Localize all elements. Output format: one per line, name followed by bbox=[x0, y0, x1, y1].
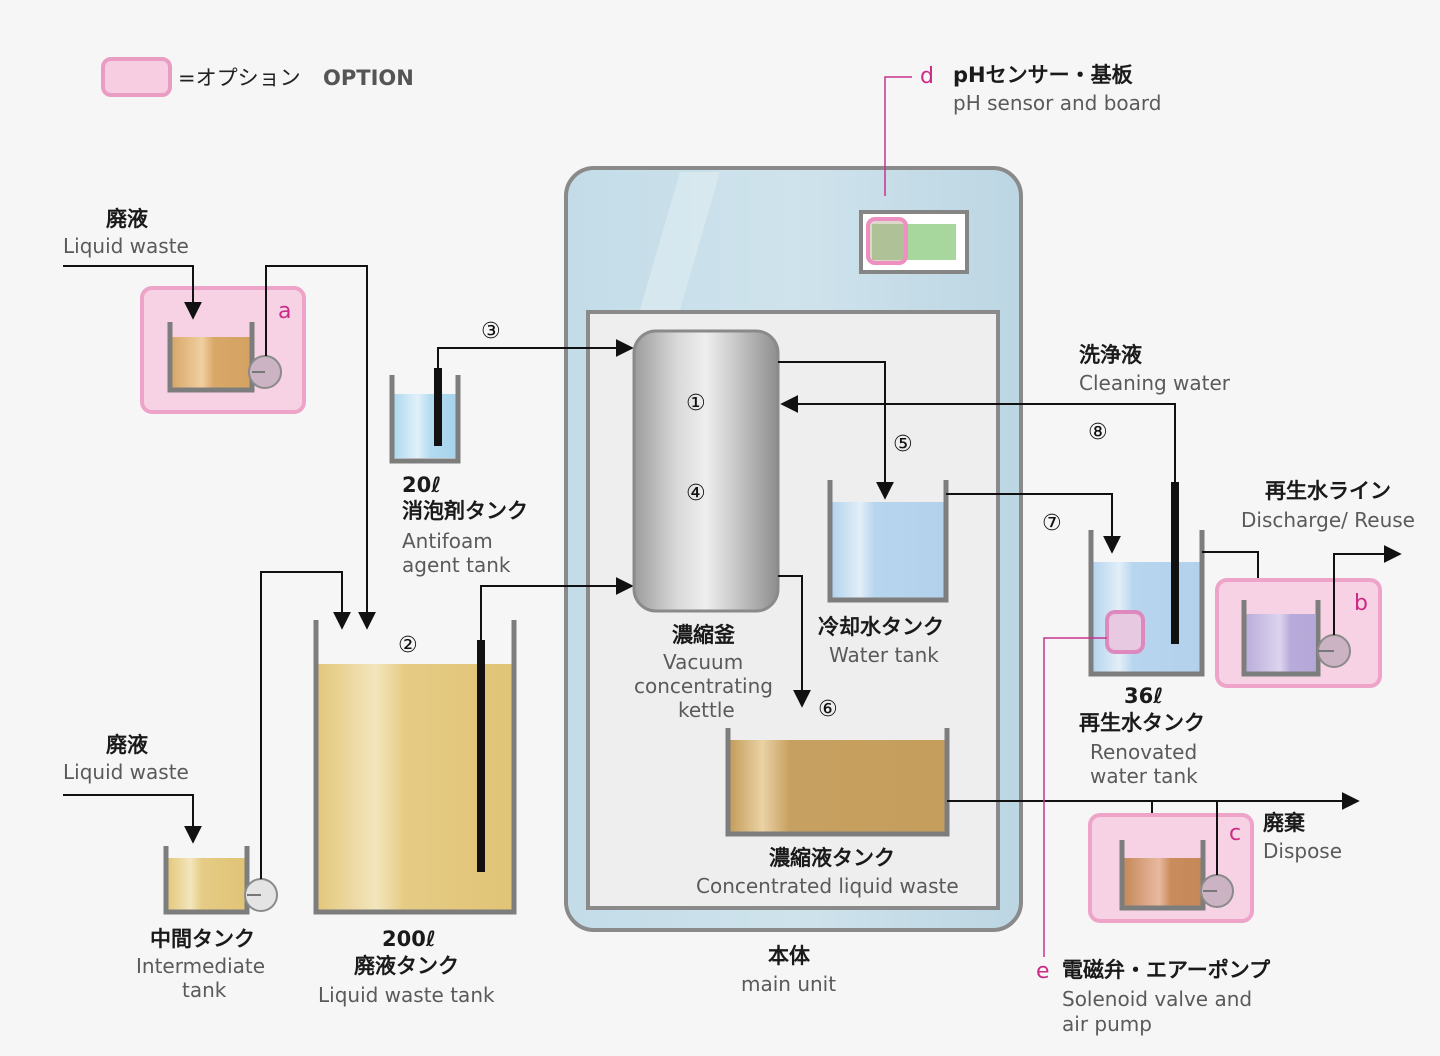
legend-option-jp: =オプション bbox=[178, 66, 301, 90]
option-a-box: a bbox=[140, 286, 306, 414]
antifoam-capacity: 20ℓ bbox=[402, 473, 441, 497]
ph-display bbox=[872, 224, 956, 260]
concentrate-jp: 濃縮液タンク bbox=[769, 846, 895, 870]
step-3: ③ bbox=[481, 319, 501, 344]
solenoid-jp: 電磁弁・エアーポンプ bbox=[1062, 958, 1271, 982]
antifoam-jp: 消泡剤タンク bbox=[402, 499, 528, 523]
step-4: ④ bbox=[686, 481, 706, 506]
kettle-jp: 濃縮釜 bbox=[672, 623, 736, 647]
option-e-letter: e bbox=[1036, 959, 1050, 984]
option-b-box: b bbox=[1215, 578, 1382, 688]
pipe-waste-to-kettle bbox=[480, 577, 634, 640]
renovated-tank bbox=[1088, 482, 1205, 677]
option-b-letter: b bbox=[1354, 591, 1368, 616]
legend-option-en: OPTION bbox=[323, 66, 414, 90]
main-unit-en: main unit bbox=[741, 972, 836, 996]
pipe-antifoam-to-kettle bbox=[437, 339, 634, 368]
solenoid-en-2: air pump bbox=[1062, 1012, 1152, 1036]
intermediate-tank bbox=[163, 846, 278, 915]
pipe-input-bottom bbox=[63, 794, 202, 844]
input-bottom-en: Liquid waste bbox=[63, 760, 189, 784]
option-c-letter: c bbox=[1229, 821, 1241, 846]
intermediate-en-1: Intermediate bbox=[136, 954, 265, 978]
step-1: ① bbox=[686, 391, 706, 416]
water-tank-jp: 冷却水タンク bbox=[818, 615, 944, 639]
pipe-a-to-waste bbox=[265, 265, 376, 630]
input-top-jp: 廃液 bbox=[106, 207, 148, 231]
option-a-letter: a bbox=[278, 299, 291, 324]
option-c-box: c bbox=[1088, 813, 1254, 923]
antifoam-tank bbox=[389, 368, 461, 464]
waste-tank-capacity: 200ℓ bbox=[382, 927, 436, 951]
concentrate-tank bbox=[725, 728, 950, 837]
step-8: ⑧ bbox=[1088, 420, 1108, 445]
renovated-capacity: 36ℓ bbox=[1124, 684, 1163, 708]
input-top-en: Liquid waste bbox=[63, 234, 189, 258]
dispose-en: Dispose bbox=[1263, 839, 1342, 863]
ph-sensor-jp: pHセンサー・基板 bbox=[953, 63, 1134, 87]
water-tank bbox=[827, 480, 949, 603]
dispose-jp: 廃棄 bbox=[1263, 811, 1306, 835]
pipe-cleaning-return bbox=[780, 395, 1176, 484]
antifoam-en-2: agent tank bbox=[402, 553, 511, 577]
pipe-discharge-out bbox=[1333, 545, 1402, 635]
step-5: ⑤ bbox=[893, 432, 913, 457]
renovated-en-1: Renovated bbox=[1090, 740, 1197, 764]
pipe-intermediate-to-waste bbox=[260, 571, 351, 879]
discharge-en: Discharge/ Reuse bbox=[1241, 508, 1415, 532]
intermediate-jp: 中間タンク bbox=[150, 927, 255, 951]
antifoam-en-1: Antifoam bbox=[402, 529, 493, 553]
kettle-en-1: Vacuum bbox=[663, 650, 743, 674]
option-legend-swatch bbox=[101, 57, 172, 97]
glass-highlight bbox=[640, 172, 720, 310]
vacuum-kettle bbox=[632, 329, 780, 613]
step-2: ② bbox=[398, 633, 418, 658]
cleaning-en: Cleaning water bbox=[1079, 371, 1231, 395]
pipe-kettle-to-water bbox=[778, 361, 894, 500]
kettle-en-3: kettle bbox=[678, 698, 735, 722]
waste-tank-en: Liquid waste tank bbox=[318, 983, 495, 1007]
ph-sensor-en: pH sensor and board bbox=[953, 91, 1161, 115]
concentrate-en: Concentrated liquid waste bbox=[696, 874, 959, 898]
kettle-en-2: concentrating bbox=[634, 674, 773, 698]
solenoid-en-1: Solenoid valve and bbox=[1062, 987, 1252, 1011]
input-bottom-jp: 廃液 bbox=[106, 733, 148, 757]
cleaning-jp: 洗浄液 bbox=[1079, 343, 1142, 367]
pipe-water-to-renovated bbox=[946, 493, 1121, 554]
liquid-waste-tank bbox=[313, 620, 517, 915]
leader-d bbox=[884, 76, 912, 196]
step-7: ⑦ bbox=[1042, 511, 1062, 536]
discharge-jp: 再生水ライン bbox=[1265, 479, 1391, 503]
ph-sensor-option bbox=[866, 217, 908, 265]
leader-e bbox=[1043, 637, 1107, 957]
renovated-en-2: water tank bbox=[1090, 764, 1198, 788]
intermediate-en-2: tank bbox=[182, 978, 227, 1002]
solenoid-option bbox=[1105, 610, 1145, 654]
water-tank-en: Water tank bbox=[829, 643, 939, 667]
option-d-letter: d bbox=[920, 64, 934, 89]
step-6: ⑥ bbox=[818, 697, 838, 722]
legend: =オプション OPTION bbox=[101, 57, 414, 97]
waste-tank-jp: 廃液タンク bbox=[354, 954, 459, 978]
renovated-jp: 再生水タンク bbox=[1079, 711, 1205, 735]
main-unit-jp: 本体 bbox=[768, 944, 811, 968]
pipe-input-top bbox=[63, 265, 202, 320]
pipe-kettle-to-concentrate bbox=[778, 575, 811, 708]
